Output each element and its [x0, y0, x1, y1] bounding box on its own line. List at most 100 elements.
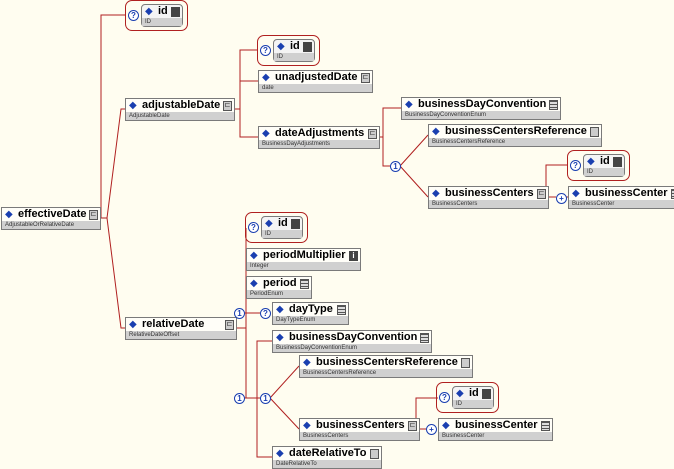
element-type: BusinessDayAdjustments: [259, 140, 379, 148]
element-node-bcr1[interactable]: ◆ businessCentersReference BusinessCente…: [428, 124, 602, 147]
element-name: businessCenters: [445, 187, 534, 199]
connector-line: [256, 398, 272, 458]
complex-type-icon[interactable]: ⊏: [89, 210, 98, 220]
connector-line: [239, 80, 258, 109]
element-diamond-icon: ◆: [572, 188, 580, 199]
element-diamond-icon: ◆: [456, 388, 464, 399]
choice-icon[interactable]: 1: [260, 393, 271, 404]
complex-type-icon[interactable]: ⊏: [408, 421, 417, 431]
element-node-dateRelativeTo[interactable]: ◆ dateRelativeTo DateRelativeTo: [272, 446, 382, 469]
element-node-id1[interactable]: ◆ id ID: [141, 4, 183, 27]
element-node-bc2[interactable]: ◆ businessCenter BusinessCenter: [438, 418, 553, 441]
element-name: businessCentersReference: [316, 356, 458, 368]
element-type: BusinessCentersReference: [429, 138, 601, 146]
element-node-id2[interactable]: ◆ id ID: [273, 39, 315, 62]
element-node-bcs2[interactable]: ◆ businessCenters BusinessCenters ⊏: [299, 418, 420, 441]
element-node-period[interactable]: ◆ period PeriodEnum: [246, 276, 312, 299]
element-name: dateRelativeTo: [289, 447, 367, 459]
element-diamond-icon: ◆: [432, 188, 440, 199]
repeat-icon[interactable]: +: [426, 424, 437, 435]
element-name: dayType: [289, 303, 333, 315]
enumeration-icon[interactable]: [300, 279, 309, 289]
simple-type-icon[interactable]: [291, 219, 300, 229]
element-diamond-icon: ◆: [250, 250, 258, 261]
choice-icon[interactable]: 1: [234, 393, 245, 404]
enumeration-icon[interactable]: [671, 189, 674, 199]
element-diamond-icon: ◆: [250, 278, 258, 289]
enumeration-icon[interactable]: [541, 421, 550, 431]
element-diamond-icon: ◆: [303, 420, 311, 431]
element-name: id: [290, 40, 300, 52]
integer-type-icon[interactable]: i: [349, 251, 358, 261]
complex-type-icon[interactable]: ⊏: [537, 189, 546, 199]
optional-icon: ?: [128, 10, 139, 21]
element-node-relativeDate[interactable]: ◆ relativeDate RelativeDateOffset ⊏: [125, 317, 237, 340]
connector-line: [101, 217, 125, 329]
complex-type-icon[interactable]: ⊏: [361, 73, 370, 83]
element-diamond-icon: ◆: [276, 304, 284, 315]
element-node-bdc1[interactable]: ◆ businessDayConvention BusinessDayConve…: [401, 97, 561, 120]
simple-type-icon[interactable]: [482, 389, 491, 399]
element-node-bdc2[interactable]: ◆ businessDayConvention BusinessDayConve…: [272, 330, 432, 353]
element-name: id: [469, 387, 479, 399]
element-node-id4[interactable]: ◆ id ID: [261, 216, 303, 239]
simple-type-icon[interactable]: [613, 157, 622, 167]
element-type: Integer: [247, 262, 360, 270]
choice-icon[interactable]: 1: [234, 308, 245, 319]
connector-line: [230, 49, 258, 110]
repeat-icon[interactable]: +: [556, 193, 567, 204]
element-name: id: [600, 155, 610, 167]
element-name: relativeDate: [142, 318, 205, 330]
element-diamond-icon: ◆: [277, 41, 285, 52]
optional-icon: ?: [260, 45, 271, 56]
element-name: effectiveDate: [18, 208, 87, 220]
optional-attribute-frame: ?: [436, 382, 499, 413]
enumeration-icon[interactable]: [420, 333, 429, 343]
element-node-bcr2[interactable]: ◆ businessCentersReference BusinessCente…: [299, 355, 473, 378]
simple-type-icon[interactable]: [303, 42, 312, 52]
element-type: ID: [584, 168, 624, 176]
element-name: businessCenters: [316, 419, 405, 431]
connector-line: [239, 109, 258, 138]
element-node-adjustableDate[interactable]: ◆ adjustableDate AdjustableDate ⊏: [125, 98, 235, 121]
element-diamond-icon: ◆: [276, 448, 284, 459]
element-type: BusinessDayConventionEnum: [402, 111, 560, 119]
optional-icon[interactable]: ?: [260, 308, 271, 319]
optional-attribute-frame: ?: [245, 212, 308, 243]
element-name: periodMultiplier: [263, 249, 346, 261]
element-name: period: [263, 277, 297, 289]
element-node-id5[interactable]: ◆ id ID: [452, 386, 494, 409]
optional-attribute-frame: ?: [567, 150, 630, 181]
element-name: id: [278, 217, 288, 229]
enumeration-icon[interactable]: [549, 100, 558, 110]
element-diamond-icon: ◆: [129, 319, 137, 330]
element-diamond-icon: ◆: [405, 99, 413, 110]
connector-line: [101, 108, 125, 219]
empty-type-icon[interactable]: [370, 449, 379, 459]
element-node-effectiveDate[interactable]: ◆ effectiveDate AdjustableOrRelativeDate…: [1, 207, 101, 230]
element-node-dayType[interactable]: ◆ dayType DayTypeEnum: [272, 302, 349, 325]
element-name: businessDayConvention: [289, 331, 418, 343]
element-node-periodMultiplier[interactable]: ◆ periodMultiplier Integer i: [246, 248, 361, 271]
element-name: businessCenter: [455, 419, 538, 431]
element-diamond-icon: ◆: [262, 72, 270, 83]
complex-type-icon[interactable]: ⊏: [225, 320, 234, 330]
connector-line: [256, 340, 272, 398]
enumeration-icon[interactable]: [337, 305, 346, 315]
optional-attribute-frame: ?: [257, 35, 320, 66]
element-node-id3[interactable]: ◆ id ID: [583, 154, 625, 177]
complex-type-icon[interactable]: ⊏: [223, 101, 232, 111]
simple-type-icon[interactable]: [171, 7, 180, 17]
empty-type-icon[interactable]: [461, 358, 470, 368]
optional-icon: ?: [570, 160, 581, 171]
element-type: BusinessCenter: [439, 432, 552, 440]
element-type: BusinessCenters: [429, 200, 548, 208]
element-node-bc1[interactable]: ◆ businessCenter BusinessCenter: [568, 186, 674, 209]
element-node-dateAdjustments[interactable]: ◆ dateAdjustments BusinessDayAdjustments…: [258, 126, 380, 149]
element-node-unadjustedDate[interactable]: ◆ unadjustedDate date ⊏: [258, 70, 373, 93]
choice-icon[interactable]: 1: [390, 161, 401, 172]
element-node-bcs1[interactable]: ◆ businessCenters BusinessCenters ⊏: [428, 186, 549, 209]
empty-type-icon[interactable]: [590, 127, 599, 137]
element-diamond-icon: ◆: [303, 357, 311, 368]
complex-type-icon[interactable]: ⊏: [368, 129, 377, 139]
